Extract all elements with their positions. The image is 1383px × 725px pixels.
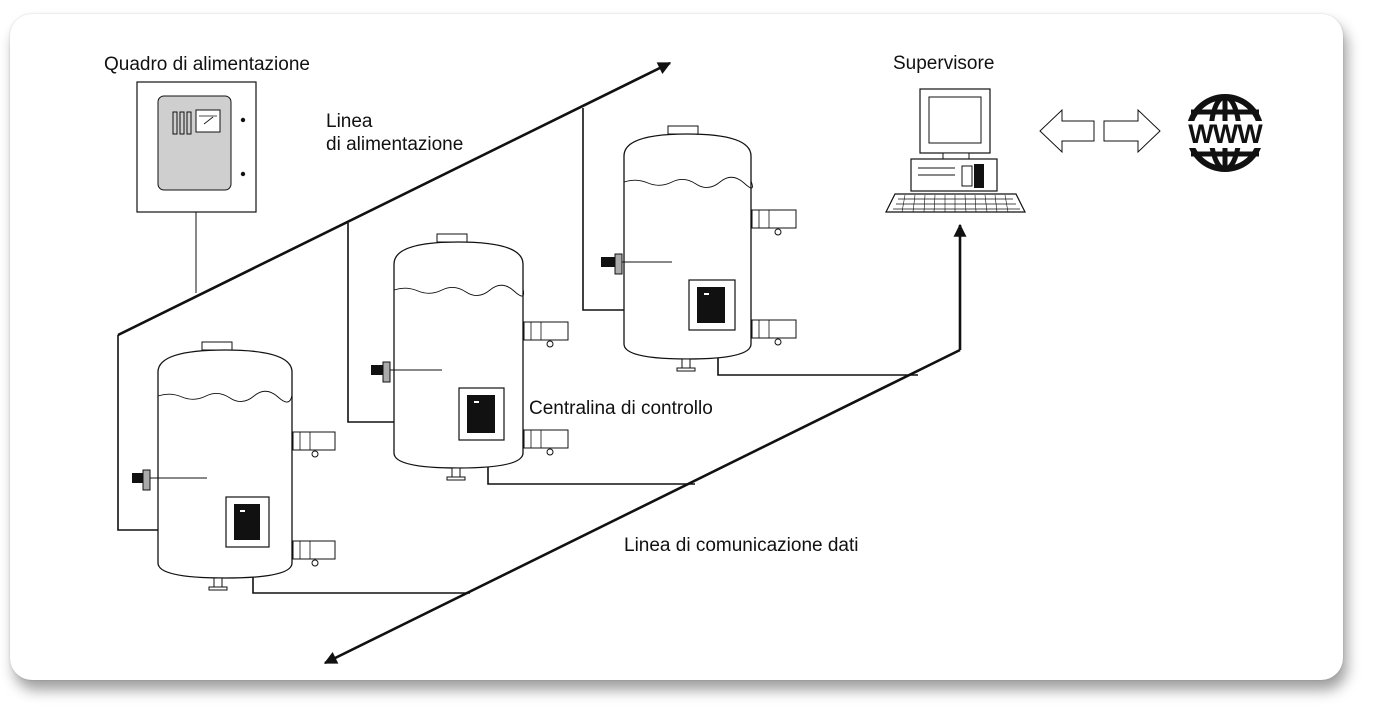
exchange-arrows [1039, 108, 1161, 154]
tank-1 [132, 341, 336, 591]
power-panel [136, 81, 257, 213]
supervisor-computer [885, 88, 1026, 213]
power-line-label: Linea di alimentazione [326, 111, 464, 155]
tank-2 [371, 233, 569, 481]
tank-3 [601, 125, 797, 372]
www-badge: WWW [1180, 93, 1270, 173]
control-unit-label: Centralina di controllo [529, 398, 713, 419]
power-panel-label: Quadro di alimentazione [104, 54, 310, 75]
supervisor-label: Supervisore [893, 53, 995, 74]
data-line-label: Linea di comunicazione dati [624, 535, 859, 556]
www-label: WWW [1180, 121, 1270, 148]
